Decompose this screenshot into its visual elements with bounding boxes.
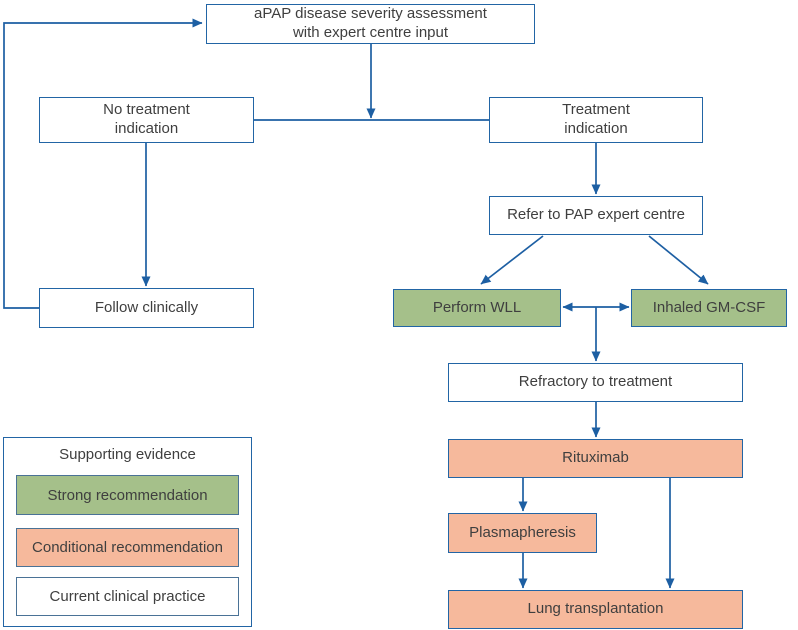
legend-item-conditional-recommendation: Conditional recommendation (16, 528, 239, 567)
node-follow-clinically: Follow clinically (39, 288, 254, 328)
legend-supporting-evidence: Supporting evidence Strong recommendatio… (3, 437, 252, 627)
node-treatment-indication: Treatment indication (489, 97, 703, 143)
node-plasmapheresis: Plasmapheresis (448, 513, 597, 553)
connector-followclinically-to-assessment (3, 18, 203, 309)
node-refractory-to-treatment: Refractory to treatment (448, 363, 743, 402)
legend-item-strong-recommendation: Strong recommendation (16, 475, 239, 515)
connector-refer-to-performwll (480, 235, 544, 285)
node-assessment: aPAP disease severity assessment with ex… (206, 4, 535, 44)
legend-item-current-clinical-practice: Current clinical practice (16, 577, 239, 616)
legend-title: Supporting evidence (59, 446, 196, 463)
node-inhaled-gm-csf: Inhaled GM-CSF (631, 289, 787, 327)
node-no-treatment-indication: No treatment indication (39, 97, 254, 143)
node-perform-wll: Perform WLL (393, 289, 561, 327)
node-rituximab: Rituximab (448, 439, 743, 478)
node-lung-transplantation: Lung transplantation (448, 590, 743, 629)
node-refer-to-pap-expert-centre: Refer to PAP expert centre (489, 196, 703, 235)
connector-refer-to-inhaledgmcsf (648, 235, 709, 285)
